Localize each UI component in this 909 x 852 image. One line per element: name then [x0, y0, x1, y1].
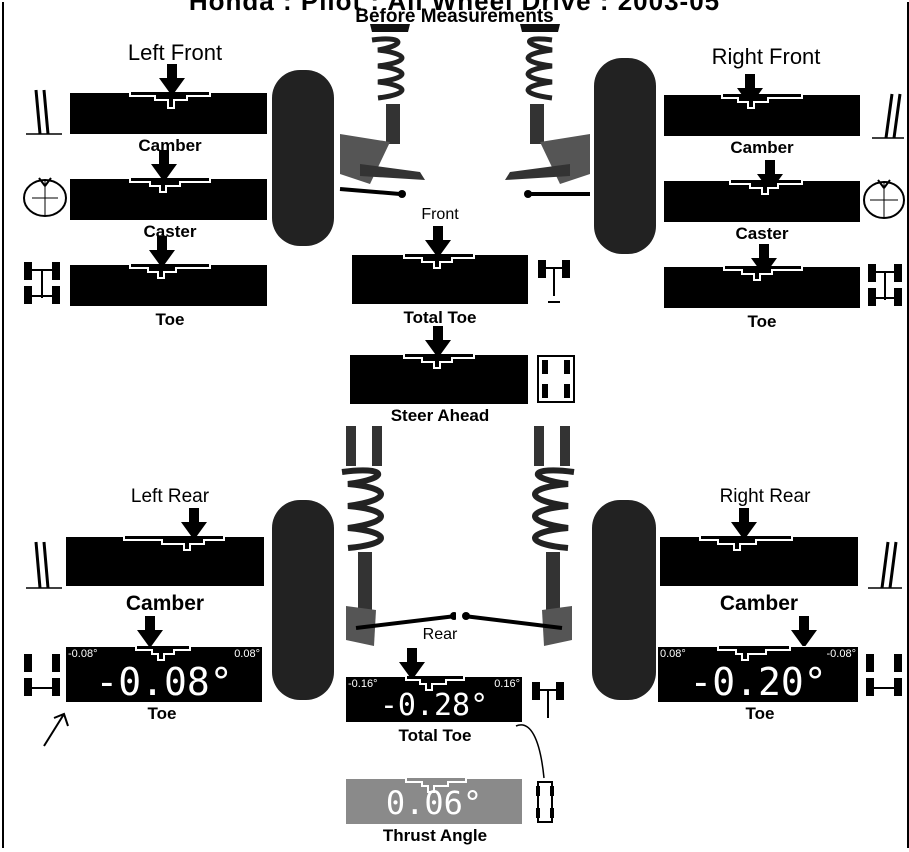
right-rear-toe-pointer-icon: [790, 616, 818, 648]
page-subtitle: Before Measurements: [355, 6, 554, 27]
right-front-camber-pointer-icon: [736, 74, 764, 106]
right-rear-toe-label: Toe: [745, 704, 775, 723]
left-front-camber-label: Camber: [138, 136, 202, 155]
left-rear-toe-label: Toe: [147, 704, 177, 723]
left-rear-camber-pointer-icon: [180, 508, 208, 540]
thrust-angle-reading: 0.06°: [385, 784, 483, 822]
toe-wheels-icon: [534, 256, 574, 308]
right-front-camber-label: Camber: [730, 138, 794, 157]
camber-wheel-icon: [22, 540, 64, 590]
left-front-caster-gauge: [70, 178, 267, 220]
rear-total-toe-pointer-icon: [398, 648, 426, 680]
right-front-toe-pointer-icon: [750, 244, 778, 276]
rear-left-tire-image: [272, 500, 334, 700]
toe-wheels-icon: [20, 258, 64, 310]
left-front-camber-gauge: [70, 92, 267, 134]
rear-total-toe-gauge: -0.16° 0.16° -0.28°: [346, 676, 522, 723]
right-rear-toe-reading: -0.20°: [689, 660, 827, 704]
camber-wheel-icon: [866, 540, 904, 590]
front-total-toe-gauge: [352, 254, 528, 304]
front-left-strut-image: [300, 24, 440, 200]
right-front-caster-gauge: [664, 180, 860, 222]
left-front-caster-label: Caster: [143, 222, 197, 241]
rear-right-strut-image: [462, 426, 602, 666]
left-rear-camber-gauge: [66, 536, 264, 586]
right-front-toe-label: Toe: [747, 312, 777, 331]
caster-dial-icon: [862, 178, 906, 220]
rear-total-toe-max: 0.16°: [494, 678, 520, 690]
right-front-caster-label: Caster: [735, 224, 789, 243]
toe-wheels-icon: [528, 678, 568, 728]
right-rear-toe-gauge: 0.08° -0.08° -0.20°: [658, 646, 858, 704]
rear-left-strut-image: [316, 426, 458, 666]
left-front-camber-pointer-icon: [158, 64, 186, 96]
front-total-toe-pointer-icon: [424, 226, 452, 258]
left-front-toe-label: Toe: [155, 310, 185, 329]
right-rear-heading: Right Rear: [719, 486, 811, 507]
right-rear-camber-pointer-icon: [730, 508, 758, 540]
front-center-label: Front: [421, 206, 459, 223]
left-rear-toe-min: -0.08°: [68, 648, 98, 660]
thrust-angle-label: Thrust Angle: [382, 826, 488, 845]
left-front-caster-pointer-icon: [150, 150, 178, 182]
toe-wheels-icon: [864, 260, 906, 312]
front-total-toe-label: Total Toe: [403, 308, 477, 327]
camber-wheel-icon: [22, 88, 64, 136]
toe-wheels-icon: [20, 650, 64, 702]
right-front-toe-gauge: [664, 266, 860, 308]
right-front-camber-gauge: [664, 94, 860, 136]
left-rear-toe-max: 0.08°: [234, 648, 260, 660]
left-rear-heading: Left Rear: [130, 486, 210, 507]
front-left-tire-image: [272, 70, 334, 246]
right-rear-toe-min: 0.08°: [660, 648, 686, 660]
left-rear-toe-reading: -0.08°: [95, 660, 233, 704]
handwritten-curve-icon: [510, 718, 560, 788]
left-front-heading: Left Front: [127, 40, 223, 65]
thrust-car-icon: [534, 780, 556, 824]
right-front-caster-pointer-icon: [756, 160, 784, 192]
caster-dial-icon: [22, 176, 68, 218]
left-rear-camber-label: Camber: [125, 592, 205, 615]
steer-ahead-label: Steer Ahead: [390, 406, 490, 425]
toe-wheels-icon: [862, 650, 906, 702]
rear-total-toe-min: -0.16°: [348, 678, 378, 690]
page-title: Honda : Pilot : All Wheel Drive : 2003-0…: [188, 0, 721, 16]
steer-ahead-gauge: [350, 354, 528, 404]
right-rear-toe-max: -0.08°: [826, 648, 856, 660]
front-right-strut-image: [490, 24, 630, 200]
left-front-toe-pointer-icon: [148, 236, 176, 268]
right-rear-camber-label: Camber: [719, 592, 799, 615]
rear-total-toe-reading: -0.28°: [379, 688, 489, 723]
left-rear-toe-gauge: -0.08° 0.08° -0.08°: [66, 646, 262, 704]
camber-wheel-icon: [870, 92, 906, 140]
rear-center-label: Rear: [422, 626, 458, 643]
left-rear-toe-pointer-icon: [136, 616, 164, 648]
thrust-angle-gauge: 0.06°: [346, 778, 522, 824]
steer-ahead-icon: [534, 354, 578, 406]
rear-right-tire-image: [592, 500, 656, 700]
front-right-tire-image: [594, 58, 656, 254]
right-front-heading: Right Front: [711, 44, 821, 69]
rear-total-toe-label: Total Toe: [398, 726, 472, 745]
left-front-toe-gauge: [70, 264, 267, 306]
right-rear-camber-gauge: [660, 536, 858, 586]
steer-ahead-pointer-icon: [424, 326, 452, 358]
handwritten-arrow-icon: [40, 706, 80, 750]
